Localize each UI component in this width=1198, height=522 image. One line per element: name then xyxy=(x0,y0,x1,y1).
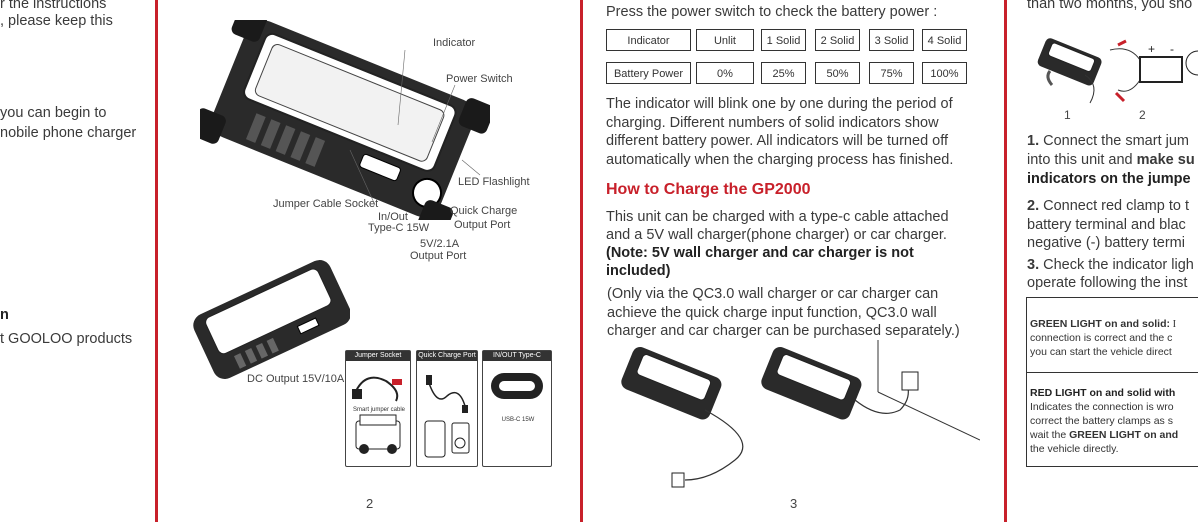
intro-text: Press the power switch to check the batt… xyxy=(606,4,938,20)
table-cell: 100% xyxy=(922,62,967,84)
jumper-steps-illustration: + - xyxy=(1037,38,1198,104)
table-cell: 75% xyxy=(869,62,914,84)
green-light-line: GREEN LIGHT on and solid: I xyxy=(1030,318,1176,330)
section-heading: How to Charge the GP2000 xyxy=(606,181,811,198)
red-light-line: Indicates the connection is wro xyxy=(1030,401,1174,413)
device-top-illustration xyxy=(200,20,490,220)
step3-line: operate following the inst xyxy=(1027,275,1188,291)
label-inout: In/Out xyxy=(378,211,408,223)
paragraph-line: achieve the quick charge input function,… xyxy=(607,305,937,321)
step-text: Connect red clamp to t xyxy=(1043,198,1190,214)
paragraph-line: This unit can be charged with a type-c c… xyxy=(606,209,949,225)
status-table xyxy=(1026,297,1198,467)
label-usb-output-port: Output Port xyxy=(410,250,467,262)
port-panel-title: Jumper Socket xyxy=(346,351,410,361)
label-usb-output: 5V/2.1A xyxy=(420,238,460,250)
table-cell: 4 Solid xyxy=(922,29,967,51)
table-cell: 25% xyxy=(761,62,806,84)
port-panel-quick-charge: Quick Charge Port xyxy=(416,350,478,467)
port-panel-caption: USB-C 15W xyxy=(501,417,535,423)
table-cell: Unlit xyxy=(696,29,754,51)
left-text-line: t GOOLOO products xyxy=(0,331,133,347)
step-text-bold: make su xyxy=(1136,152,1195,168)
label-dc-output: DC Output 15V/10A xyxy=(247,373,345,385)
step1-line: indicators on the jumpe xyxy=(1027,171,1191,187)
label-jumper-cable-socket: Jumper Cable Socket xyxy=(273,198,379,210)
green-light-line: you can start the vehicle direct xyxy=(1030,346,1172,358)
left-text-line: nobile phone charger xyxy=(0,125,137,141)
step-text: Connect the smart jum xyxy=(1043,133,1189,149)
red-light-title: RED LIGHT on and solid with xyxy=(1030,387,1176,399)
red-light-line: correct the battery clamps as s xyxy=(1030,415,1173,427)
paragraph-line: and a 5V wall charger(phone charger) or … xyxy=(606,227,947,243)
label-indicator: Indicator xyxy=(433,37,476,49)
left-text-line: , please keep this xyxy=(0,13,113,29)
page-number: 3 xyxy=(790,496,798,511)
step-number-bold: 2. xyxy=(1027,198,1040,214)
step-text: into this unit and xyxy=(1027,152,1137,168)
label-power-switch: Power Switch xyxy=(446,73,513,85)
step-number-bold: 3. xyxy=(1027,257,1040,273)
green-light-text: I xyxy=(1170,319,1177,330)
note-line: (Note: 5V wall charger and car charger i… xyxy=(606,245,914,261)
charging-illustration xyxy=(621,340,980,488)
step2-line: 2. Connect red clamp to t xyxy=(1027,196,1189,216)
paragraph-line: different battery power. All indicators … xyxy=(606,133,949,149)
green-light-line: connection is correct and the c xyxy=(1030,332,1173,344)
table-cell: 1 Solid xyxy=(761,29,806,51)
note-line: included) xyxy=(606,263,671,279)
red-light-line: wait the GREEN LIGHT on and xyxy=(1030,429,1178,441)
usb-c-port-icon xyxy=(491,373,543,399)
port-panel-caption: Smart jumper cable xyxy=(352,407,406,413)
page-divider xyxy=(580,0,583,522)
step-number: 1 xyxy=(1064,108,1071,122)
table-cell: Battery Power xyxy=(606,62,691,84)
page-number: 2 xyxy=(366,496,374,511)
device-side-illustration xyxy=(193,260,350,380)
port-panel-jumper: Jumper Socket Smart jumper cable xyxy=(345,350,411,467)
step3-line: 3. Check the indicator ligh xyxy=(1027,255,1194,275)
table-cell: Indicator xyxy=(606,29,691,51)
jumper-cable-icon xyxy=(352,376,402,454)
left-heading-fragment: n xyxy=(0,307,9,323)
step-number-bold: 1. xyxy=(1027,133,1040,149)
step2-line: battery terminal and blac xyxy=(1027,217,1186,233)
step-number: 2 xyxy=(1139,108,1146,122)
page-divider xyxy=(1004,0,1007,522)
paragraph-line: automatically when the charging process … xyxy=(606,152,954,168)
paragraph-line: charger and car charger can be purchased… xyxy=(607,323,960,339)
paragraph-line: The indicator will blink one by one duri… xyxy=(606,96,953,112)
step1-line: into this unit and make su xyxy=(1027,150,1195,170)
left-text-line: you can begin to xyxy=(0,105,107,121)
table-cell: 3 Solid xyxy=(869,29,914,51)
table-cell: 50% xyxy=(815,62,860,84)
left-text-line: r the instructions xyxy=(0,0,107,12)
label-quick-charge-port: Output Port xyxy=(454,219,511,231)
port-panel-type-c: IN/OUT Type-C USB-C 15W xyxy=(482,350,552,467)
label-inout-type: Type-C 15W xyxy=(368,222,430,234)
top-text-line: than two months, you sho xyxy=(1027,0,1193,12)
svg-text:+: + xyxy=(1148,42,1155,56)
paragraph-line: (Only via the QC3.0 wall charger or car … xyxy=(607,286,939,302)
paragraph-line: charging. Different numbers of solid ind… xyxy=(606,115,939,131)
green-light-title: GREEN LIGHT on and solid: xyxy=(1030,318,1170,330)
red-light-bold: GREEN LIGHT on and xyxy=(1069,429,1179,441)
table-cell: 0% xyxy=(696,62,754,84)
status-row-divider xyxy=(1027,372,1198,373)
step2-line: negative (-) battery termi xyxy=(1027,235,1185,251)
step1-line: 1. Connect the smart jum xyxy=(1027,131,1189,151)
port-panel-title: Quick Charge Port xyxy=(417,351,477,361)
red-light-text: wait the xyxy=(1030,429,1070,441)
table-cell: 2 Solid xyxy=(815,29,860,51)
step-text: Check the indicator ligh xyxy=(1043,257,1194,273)
svg-text:-: - xyxy=(1170,42,1174,56)
usb-cable-phone-icon xyxy=(424,375,470,458)
label-led-flashlight: LED Flashlight xyxy=(458,176,530,188)
page-divider xyxy=(155,0,158,522)
red-light-line: the vehicle directly. xyxy=(1030,443,1119,455)
label-quick-charge: Quick Charge xyxy=(450,205,518,217)
port-panel-title: IN/OUT Type-C xyxy=(483,351,551,361)
